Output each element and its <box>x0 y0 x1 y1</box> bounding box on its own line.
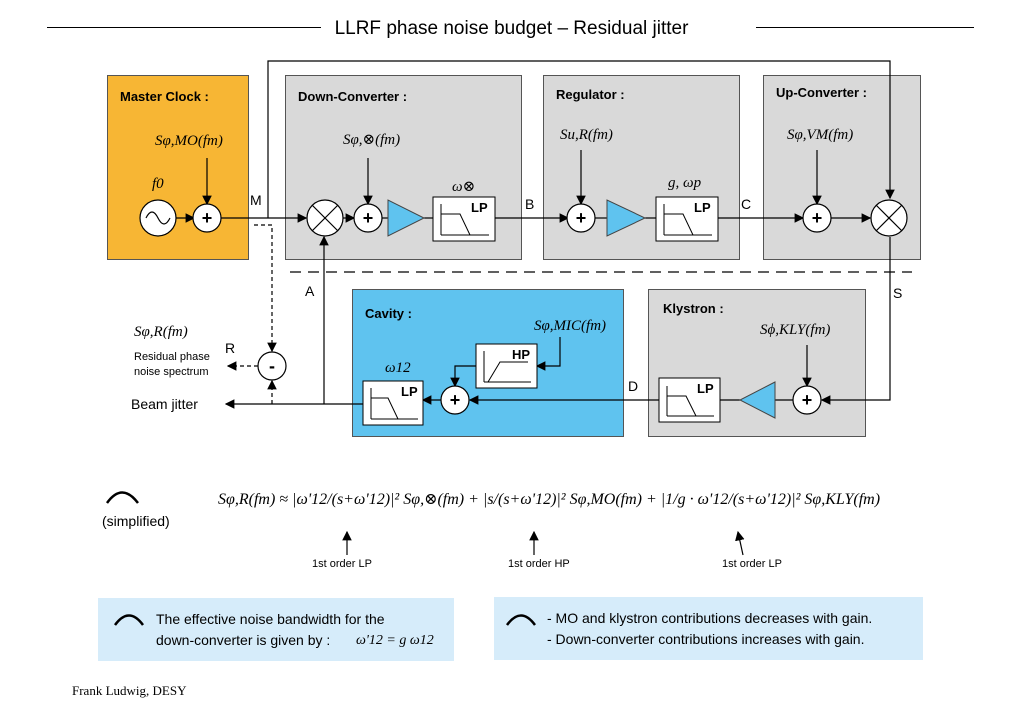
klystron-label: Klystron : <box>663 301 724 316</box>
residual-noise-label: Sφ,R(fm) <box>134 324 188 340</box>
omega-dc-label: ω⊗ <box>452 179 476 195</box>
signal-a-label: A <box>305 283 315 299</box>
regulator-label: Regulator : <box>556 87 625 102</box>
cavity-adder-icon <box>440 385 470 415</box>
reg-noise-label: Su,R(fm) <box>560 127 613 143</box>
mic-noise-label: Sφ,MIC(fm) <box>534 318 607 334</box>
signal-m-label: M <box>250 192 262 208</box>
info-box-right: - MO and klystron contributions decrease… <box>494 597 923 660</box>
r-dashed-wire <box>254 224 277 353</box>
footer-author: Frank Ludwig, DESY <box>72 683 187 698</box>
up-converter-label: Up-Converter : <box>776 85 868 100</box>
info-right-line1: - MO and klystron contributions decrease… <box>547 610 873 626</box>
dc-amplifier-icon <box>387 199 426 237</box>
cavity-lp-filter-icon <box>362 380 424 426</box>
mo-adder-icon <box>192 203 222 233</box>
kly-lp-label: LP <box>697 381 714 396</box>
title-rule-left <box>47 27 333 28</box>
reg-lp-filter-icon <box>655 196 719 242</box>
title-rule-right <box>756 27 974 28</box>
residual-subtractor-icon <box>257 351 287 381</box>
simplified-label: (simplified) <box>102 513 170 529</box>
residual-description: Residual phase noise spectrum <box>134 351 210 378</box>
mo-noise-label: Sφ,MO(fm) <box>155 133 223 149</box>
down-converter-label: Down-Converter : <box>298 89 408 104</box>
info-left-formula: ω'12 = g ω12 <box>356 633 434 648</box>
residual-jitter-equation: Sφ,R(fm) ≈ |ω'12/(s+ω'12)|² Sφ,⊗(fm) + |… <box>218 491 881 508</box>
signal-c-label: C <box>741 196 752 212</box>
svg-text:+: + <box>202 208 213 228</box>
info-box-left: The effective noise bandwidth for the do… <box>98 598 454 661</box>
s-wire <box>820 237 891 405</box>
kly-lp-filter-icon <box>658 377 721 423</box>
signal-r-label: R <box>225 340 236 356</box>
annotation-lp2: 1st order LP <box>722 558 782 570</box>
svg-text:+: + <box>812 208 823 228</box>
info-right-line2: - Down-converter contributions increases… <box>547 631 865 647</box>
kly-amplifier-icon <box>738 381 776 419</box>
signal-d-label: D <box>628 378 639 394</box>
page-title: LLRF phase noise budget – Residual jitte… <box>0 18 1023 40</box>
dc-adder-icon <box>353 203 383 233</box>
mic-noise-wire <box>535 337 561 371</box>
approx-curve-icon <box>113 614 145 626</box>
info-left-line1: The effective noise bandwidth for the <box>156 611 385 627</box>
dc-lp-filter-icon <box>432 196 496 242</box>
m-feedforward-wire <box>267 60 895 218</box>
hp-to-adder-wire <box>450 365 476 388</box>
master-clock-label: Master Clock : <box>120 89 209 104</box>
svg-text:+: + <box>576 208 587 228</box>
omega12-label: ω12 <box>385 360 411 376</box>
signal-s-label: S <box>893 285 903 301</box>
reg-adder-icon <box>566 203 596 233</box>
dc-lp-label: LP <box>471 200 488 215</box>
cavity-hp-label: HP <box>512 347 531 362</box>
approx-curve-icon <box>505 614 537 626</box>
dc-noise-label: Sφ,⊗(fm) <box>343 132 401 148</box>
kly-adder-icon <box>792 385 822 415</box>
master-clock-block: Master Clock : <box>107 75 249 260</box>
svg-text:+: + <box>450 390 461 410</box>
uc-adder-icon <box>802 203 832 233</box>
reg-amplifier-icon <box>606 199 647 237</box>
annotation-lp1: 1st order LP <box>312 558 372 570</box>
cavity-hp-filter-icon <box>475 343 538 389</box>
signal-b-label: B <box>525 196 535 212</box>
cavity-lp-label: LP <box>401 384 418 399</box>
cavity-label: Cavity : <box>365 306 412 321</box>
annotation-hp1: 1st order HP <box>508 558 570 570</box>
beam-jitter-label: Beam jitter <box>131 396 198 412</box>
uc-noise-label: Sφ,VM(fm) <box>787 127 854 143</box>
kly-noise-label: Sϕ,KLY(fm) <box>760 322 831 338</box>
g-omega-p-label: g, ωp <box>668 175 702 191</box>
info-left-line2: down-converter is given by : <box>156 632 331 648</box>
svg-text:+: + <box>363 208 374 228</box>
f0-label: f0 <box>152 176 164 192</box>
reg-lp-label: LP <box>694 200 711 215</box>
svg-text:+: + <box>802 390 813 410</box>
svg-text:-: - <box>269 356 275 376</box>
approx-curve-icon <box>105 491 139 504</box>
